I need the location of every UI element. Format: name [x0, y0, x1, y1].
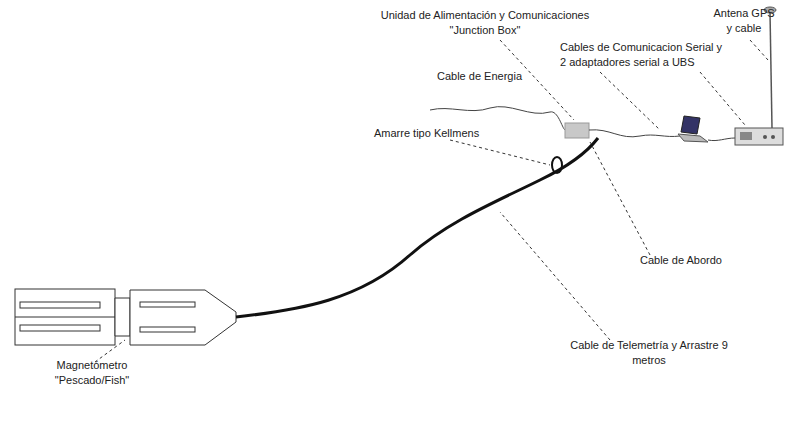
junction-box — [565, 123, 589, 138]
serial-cable — [708, 138, 735, 141]
tow-cable — [236, 138, 598, 317]
power-cable — [430, 107, 565, 130]
serial-cable — [589, 130, 680, 137]
callout-label: Unidad de Alimentación y Comunicaciones … — [365, 8, 605, 38]
leader-line — [95, 40, 768, 362]
callout-label: Magnetómetro "Pescado/Fish" — [48, 358, 136, 388]
callout-label: Amarre tipo Kellmens — [374, 126, 504, 141]
callout-label: Cable de Energia — [437, 69, 547, 84]
magnetometer-fish — [15, 289, 236, 345]
callout-label: Cable de Telemetría y Arrastre 9 metros — [566, 338, 732, 368]
callout-label: Antena GPS y cable — [712, 6, 776, 36]
gps-receiver — [735, 128, 783, 145]
gps-antenna — [764, 7, 776, 128]
kellmens-loop — [552, 157, 562, 173]
callout-label: Cable de Abordo — [640, 253, 750, 268]
laptop — [678, 116, 708, 142]
callout-label: Cables de Comunicacion Serial y 2 adapta… — [560, 40, 726, 70]
